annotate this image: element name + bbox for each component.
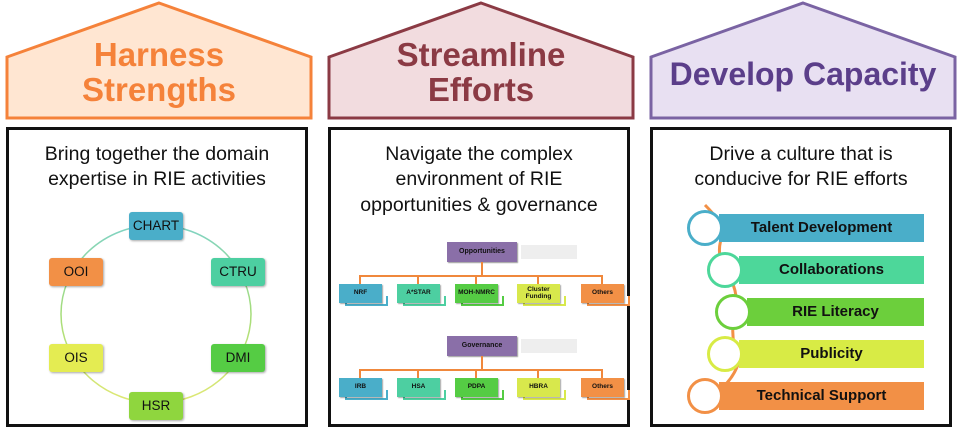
org-child-box: NRF (339, 284, 382, 303)
cycle-node-ois: OIS (49, 344, 103, 372)
pillar-title-line-1: Streamline (396, 36, 566, 73)
list-item-ring (707, 336, 743, 372)
roof-shape (5, 1, 313, 120)
org-header-governance: Governance (447, 336, 517, 356)
org-child-box: IRB (339, 378, 382, 397)
cycle-node-hsr: HSR (129, 392, 183, 420)
pillar-title: Streamline Efforts (326, 36, 636, 108)
pillar-content-box: Bring together the domain expertise in R… (6, 127, 308, 427)
org-connector-drop (417, 275, 419, 285)
org-connector-drop (537, 369, 539, 379)
description-line-1: Bring together the domain (44, 143, 270, 165)
org-connector-drop (359, 369, 361, 379)
org-connector-drop (601, 275, 603, 285)
list-item-ring (687, 210, 723, 246)
org-connector-drop (359, 275, 361, 285)
org-connector-vertical (481, 356, 483, 370)
description-line-3: opportunities & governance (360, 193, 598, 216)
pillar-content-box: Drive a culture that is conducive for RI… (650, 127, 952, 427)
org-connector-drop (417, 369, 419, 379)
list-item-bar: Publicity (739, 340, 924, 368)
cycle-node-ctru: CTRU (211, 258, 265, 286)
pillar-description: Navigate the complex environment of RIE … (331, 142, 627, 218)
pillar-content-box: Navigate the complex environment of RIE … (328, 127, 630, 427)
description-line-2: expertise in RIE activities (48, 168, 266, 191)
description-line-2: environment of RIE (395, 168, 563, 191)
list-item-bar: Talent Development (719, 214, 924, 242)
org-child-box: A*STAR (397, 284, 440, 303)
org-child-box: Others (581, 378, 624, 397)
list-item-bar: Technical Support (719, 382, 924, 410)
pillar-develop-capacity: Develop Capacity Drive a culture that is… (648, 0, 958, 434)
list-item-ring (687, 378, 723, 414)
pillar-title: Harness Strengths (4, 36, 314, 108)
org-child-box: MOH-NMRC (455, 284, 498, 303)
description-line-2: conducive for RIE efforts (694, 168, 908, 191)
cycle-node-dmi: DMI (211, 344, 265, 372)
org-child-box: PDPA (455, 378, 498, 397)
org-connector-horizontal (359, 369, 601, 371)
pillar-title: Develop Capacity (648, 56, 958, 92)
org-header-shadow (521, 245, 577, 259)
description-line-1: Drive a culture that is (709, 143, 893, 165)
list-item-bar: RIE Literacy (747, 298, 924, 326)
org-child-box: HSA (397, 378, 440, 397)
org-child-box: Cluster Funding (517, 284, 560, 303)
pillar-title-line-2: Efforts (427, 70, 535, 108)
pillar-description: Bring together the domain expertise in R… (9, 142, 305, 193)
list-item-ring (707, 252, 743, 288)
org-connector-drop (601, 369, 603, 379)
roof-harness-strengths (5, 1, 313, 120)
org-connector-drop (537, 275, 539, 285)
org-connector-drop (475, 275, 477, 285)
org-child-box: HBRA (517, 378, 560, 397)
org-connector-vertical (481, 262, 483, 276)
description-line-1: Navigate the complex (385, 143, 573, 165)
roof-streamline-efforts (327, 1, 635, 120)
org-child-box: Others (581, 284, 624, 303)
roof-shape (327, 1, 635, 120)
pillar-streamline-efforts: Streamline Efforts Navigate the complex … (326, 0, 636, 434)
cycle-ring-path (60, 224, 252, 404)
pillar-description: Drive a culture that is conducive for RI… (653, 142, 949, 193)
pillar-title-line-1: Develop Capacity (669, 56, 937, 92)
org-connector-horizontal (359, 275, 601, 277)
pillar-title-line-2: Strengths (81, 70, 236, 108)
list-item-bar: Collaborations (739, 256, 924, 284)
list-item-ring (715, 294, 751, 330)
roof-develop-capacity (649, 1, 957, 120)
org-connector-drop (475, 369, 477, 379)
cycle-node-ooi: OOI (49, 258, 103, 286)
org-header-shadow (521, 339, 577, 353)
org-header-opportunities: Opportunities (447, 242, 517, 262)
roof-shape (649, 1, 957, 120)
pillar-harness-strengths: Harness Strengths Bring together the dom… (4, 0, 314, 434)
pillar-title-line-1: Harness (93, 36, 225, 73)
cycle-node-chart: CHART (129, 212, 183, 240)
